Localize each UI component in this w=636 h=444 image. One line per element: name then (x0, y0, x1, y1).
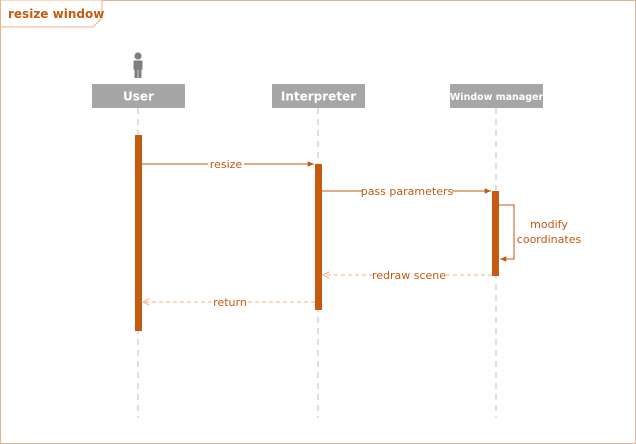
message-label-pass-parameters: pass parameters (361, 185, 454, 198)
message-label-coordinates: coordinates (517, 233, 582, 246)
frame-title: resize window (8, 7, 104, 21)
message-label-modify: modify (530, 218, 568, 231)
message-label-redraw-scene: redraw scene (372, 269, 446, 282)
lifeline-label-user: User (123, 90, 154, 104)
message-redraw-scene: redraw scene (323, 269, 492, 282)
person-icon (133, 52, 143, 78)
lifeline-header-interpreter: Interpreter (272, 84, 365, 108)
message-label-return: return (213, 296, 247, 309)
lifeline-header-user: User (92, 84, 185, 108)
message-return: return (143, 296, 315, 309)
activation-interpreter (315, 164, 322, 310)
activation-window-manager (492, 191, 499, 276)
message-pass-parameters: pass parameters (322, 185, 491, 198)
frame-name-tab (0, 0, 103, 28)
lifeline-label-window-manager: Window manager (450, 92, 544, 103)
lifeline-label-interpreter: Interpreter (281, 90, 356, 104)
message-modify-coordinates: modify coordinates (499, 204, 582, 262)
message-resize: resize (142, 158, 314, 171)
activation-user (135, 135, 142, 331)
lifeline-header-window-manager: Window manager (450, 84, 544, 108)
message-label-resize: resize (210, 158, 243, 171)
